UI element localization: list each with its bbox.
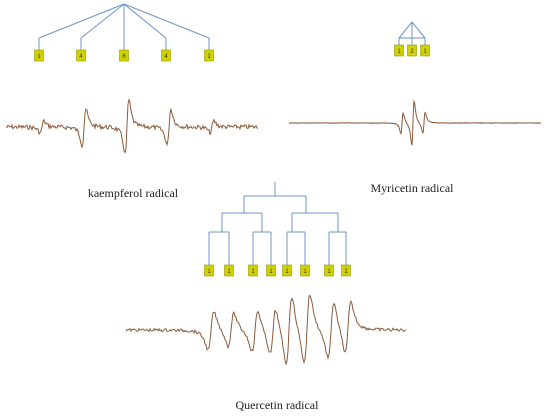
quercetin-intensity-box <box>324 264 334 277</box>
kaempferol-intensity-box <box>204 49 214 62</box>
quercetin-intensity-label: 1 <box>285 269 289 275</box>
quercetin-panel: 1 1 1 1 1 1 1 1 Quercetin radical <box>125 182 407 412</box>
quercetin-intensity-box <box>224 264 234 277</box>
myricetin-spectrum <box>288 99 541 147</box>
kaempferol-intensity-box <box>76 49 86 62</box>
kaempferol-panel: 1 4 6 4 1 kaempferol radical <box>5 3 259 200</box>
myricetin-caption: Myricetin radical <box>371 181 455 195</box>
quercetin-intensity-box <box>300 264 310 277</box>
kaempferol-intensity-box <box>119 49 129 62</box>
quercetin-intensity-box <box>266 264 276 277</box>
quercetin-intensity-label: 1 <box>227 269 231 275</box>
myricetin-tree-branch <box>411 21 426 39</box>
myricetin-intensity-boxes: 1 2 1 <box>394 44 430 57</box>
quercetin-intensity-boxes: 1 1 1 1 1 1 1 1 <box>204 264 351 277</box>
kaempferol-intensity-label: 4 <box>164 54 168 60</box>
quercetin-intensity-box <box>282 264 292 277</box>
kaempferol-tree-branch <box>38 3 125 39</box>
kaempferol-caption: kaempferol radical <box>88 186 179 200</box>
myricetin-intensity-label: 1 <box>397 49 401 55</box>
kaempferol-tree-branch <box>80 3 125 39</box>
kaempferol-splitting-tree <box>38 3 210 50</box>
myricetin-splitting-tree <box>398 21 426 45</box>
quercetin-intensity-label: 1 <box>344 269 348 275</box>
quercetin-caption: Quercetin radical <box>236 398 320 412</box>
myricetin-tree-branch <box>398 21 413 39</box>
quercetin-intensity-box <box>204 264 214 277</box>
quercetin-spectrum <box>125 294 407 366</box>
kaempferol-tree-branch <box>123 3 167 39</box>
quercetin-intensity-label: 1 <box>327 269 331 275</box>
kaempferol-tree-branch <box>123 3 210 39</box>
kaempferol-intensity-box <box>161 49 171 62</box>
kaempferol-intensity-label: 1 <box>37 54 41 60</box>
quercetin-intensity-box <box>248 264 258 277</box>
kaempferol-intensity-label: 6 <box>122 54 126 60</box>
quercetin-intensity-label: 1 <box>251 269 255 275</box>
kaempferol-intensity-label: 1 <box>207 54 211 60</box>
quercetin-intensity-label: 1 <box>269 269 273 275</box>
quercetin-intensity-label: 1 <box>207 269 211 275</box>
myricetin-intensity-box <box>394 44 404 57</box>
quercetin-splitting-tree <box>208 182 347 265</box>
kaempferol-intensity-box <box>34 49 44 62</box>
kaempferol-spectrum <box>5 97 259 154</box>
myricetin-intensity-box <box>407 44 417 57</box>
myricetin-intensity-label: 1 <box>423 49 427 55</box>
quercetin-intensity-box <box>341 264 351 277</box>
myricetin-panel: 1 2 1 Myricetin radical <box>288 21 541 195</box>
myricetin-intensity-box <box>420 44 430 57</box>
kaempferol-intensity-boxes: 1 4 6 4 1 <box>34 49 214 62</box>
kaempferol-intensity-label: 4 <box>79 54 83 60</box>
quercetin-intensity-label: 1 <box>303 269 307 275</box>
myricetin-intensity-label: 2 <box>410 49 414 55</box>
